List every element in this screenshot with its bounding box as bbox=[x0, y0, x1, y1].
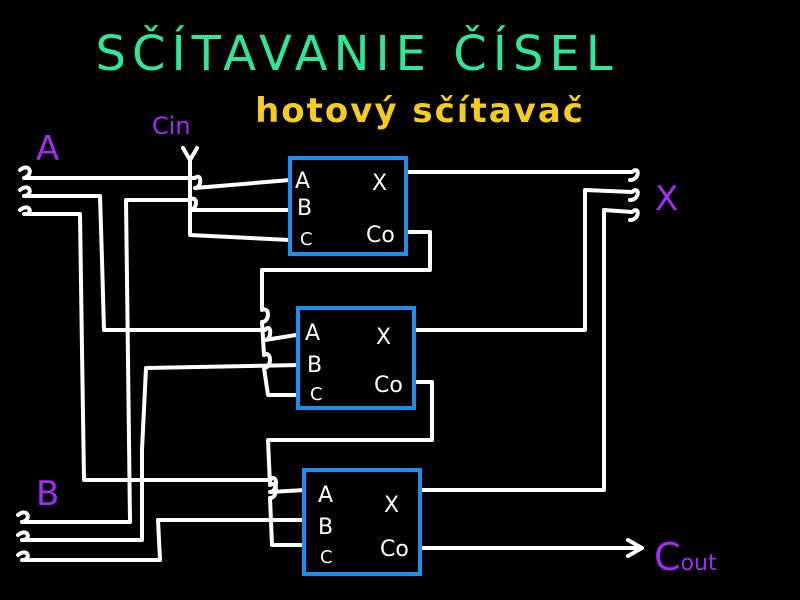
adder-3-pin-a: A bbox=[318, 483, 333, 508]
input-b-label: B bbox=[36, 474, 59, 514]
carry-in-wire bbox=[181, 146, 292, 242]
b-bit1-wire bbox=[16, 363, 302, 542]
x-bit0-wire bbox=[406, 168, 640, 182]
x-bit2-wire bbox=[418, 208, 640, 492]
adder-2: A B C X Co bbox=[296, 306, 416, 410]
adder-2-pin-a: A bbox=[305, 321, 320, 346]
a-bit1-wire bbox=[18, 185, 298, 342]
a-bit0-wire bbox=[18, 165, 292, 190]
adder-1: A B C X Co bbox=[288, 156, 408, 256]
carry-out-label: Cout bbox=[654, 535, 717, 579]
carry-out-arrow-icon bbox=[626, 538, 644, 558]
adder-1-pin-c: C bbox=[300, 229, 313, 250]
adder-1-pin-co: Co bbox=[366, 223, 395, 248]
carry-chain-2 bbox=[266, 380, 434, 547]
output-x-label: X bbox=[655, 179, 678, 219]
adder-1-pin-x: X bbox=[372, 171, 387, 196]
b-bit2-wire bbox=[16, 518, 307, 562]
wires bbox=[16, 146, 644, 562]
carry-chain-1 bbox=[260, 230, 432, 397]
adder-3-pin-x: X bbox=[384, 493, 399, 518]
adder-3-pin-b: B bbox=[318, 515, 333, 540]
adder-2-pin-c: C bbox=[310, 384, 323, 405]
input-a-label: A bbox=[36, 129, 59, 169]
adder-2-pin-x: X bbox=[376, 325, 391, 350]
diagram-title: SČÍTAVANIE ČÍSEL bbox=[96, 25, 619, 82]
carry-in-label: Cin bbox=[152, 112, 191, 140]
adder-3: A B C X Co bbox=[302, 468, 422, 576]
adder-3-pin-c: C bbox=[320, 547, 333, 568]
x-bit1-wire bbox=[412, 188, 640, 332]
adder-2-pin-b: B bbox=[307, 353, 322, 378]
adder-1-pin-b: B bbox=[297, 196, 312, 221]
b-bit0-wire bbox=[16, 196, 294, 524]
adder-2-pin-co: Co bbox=[374, 373, 403, 398]
diagram-subtitle: hotový sčítavač bbox=[255, 91, 585, 131]
adder-1-pin-a: A bbox=[295, 169, 310, 194]
adder-3-pin-co: Co bbox=[380, 537, 409, 562]
